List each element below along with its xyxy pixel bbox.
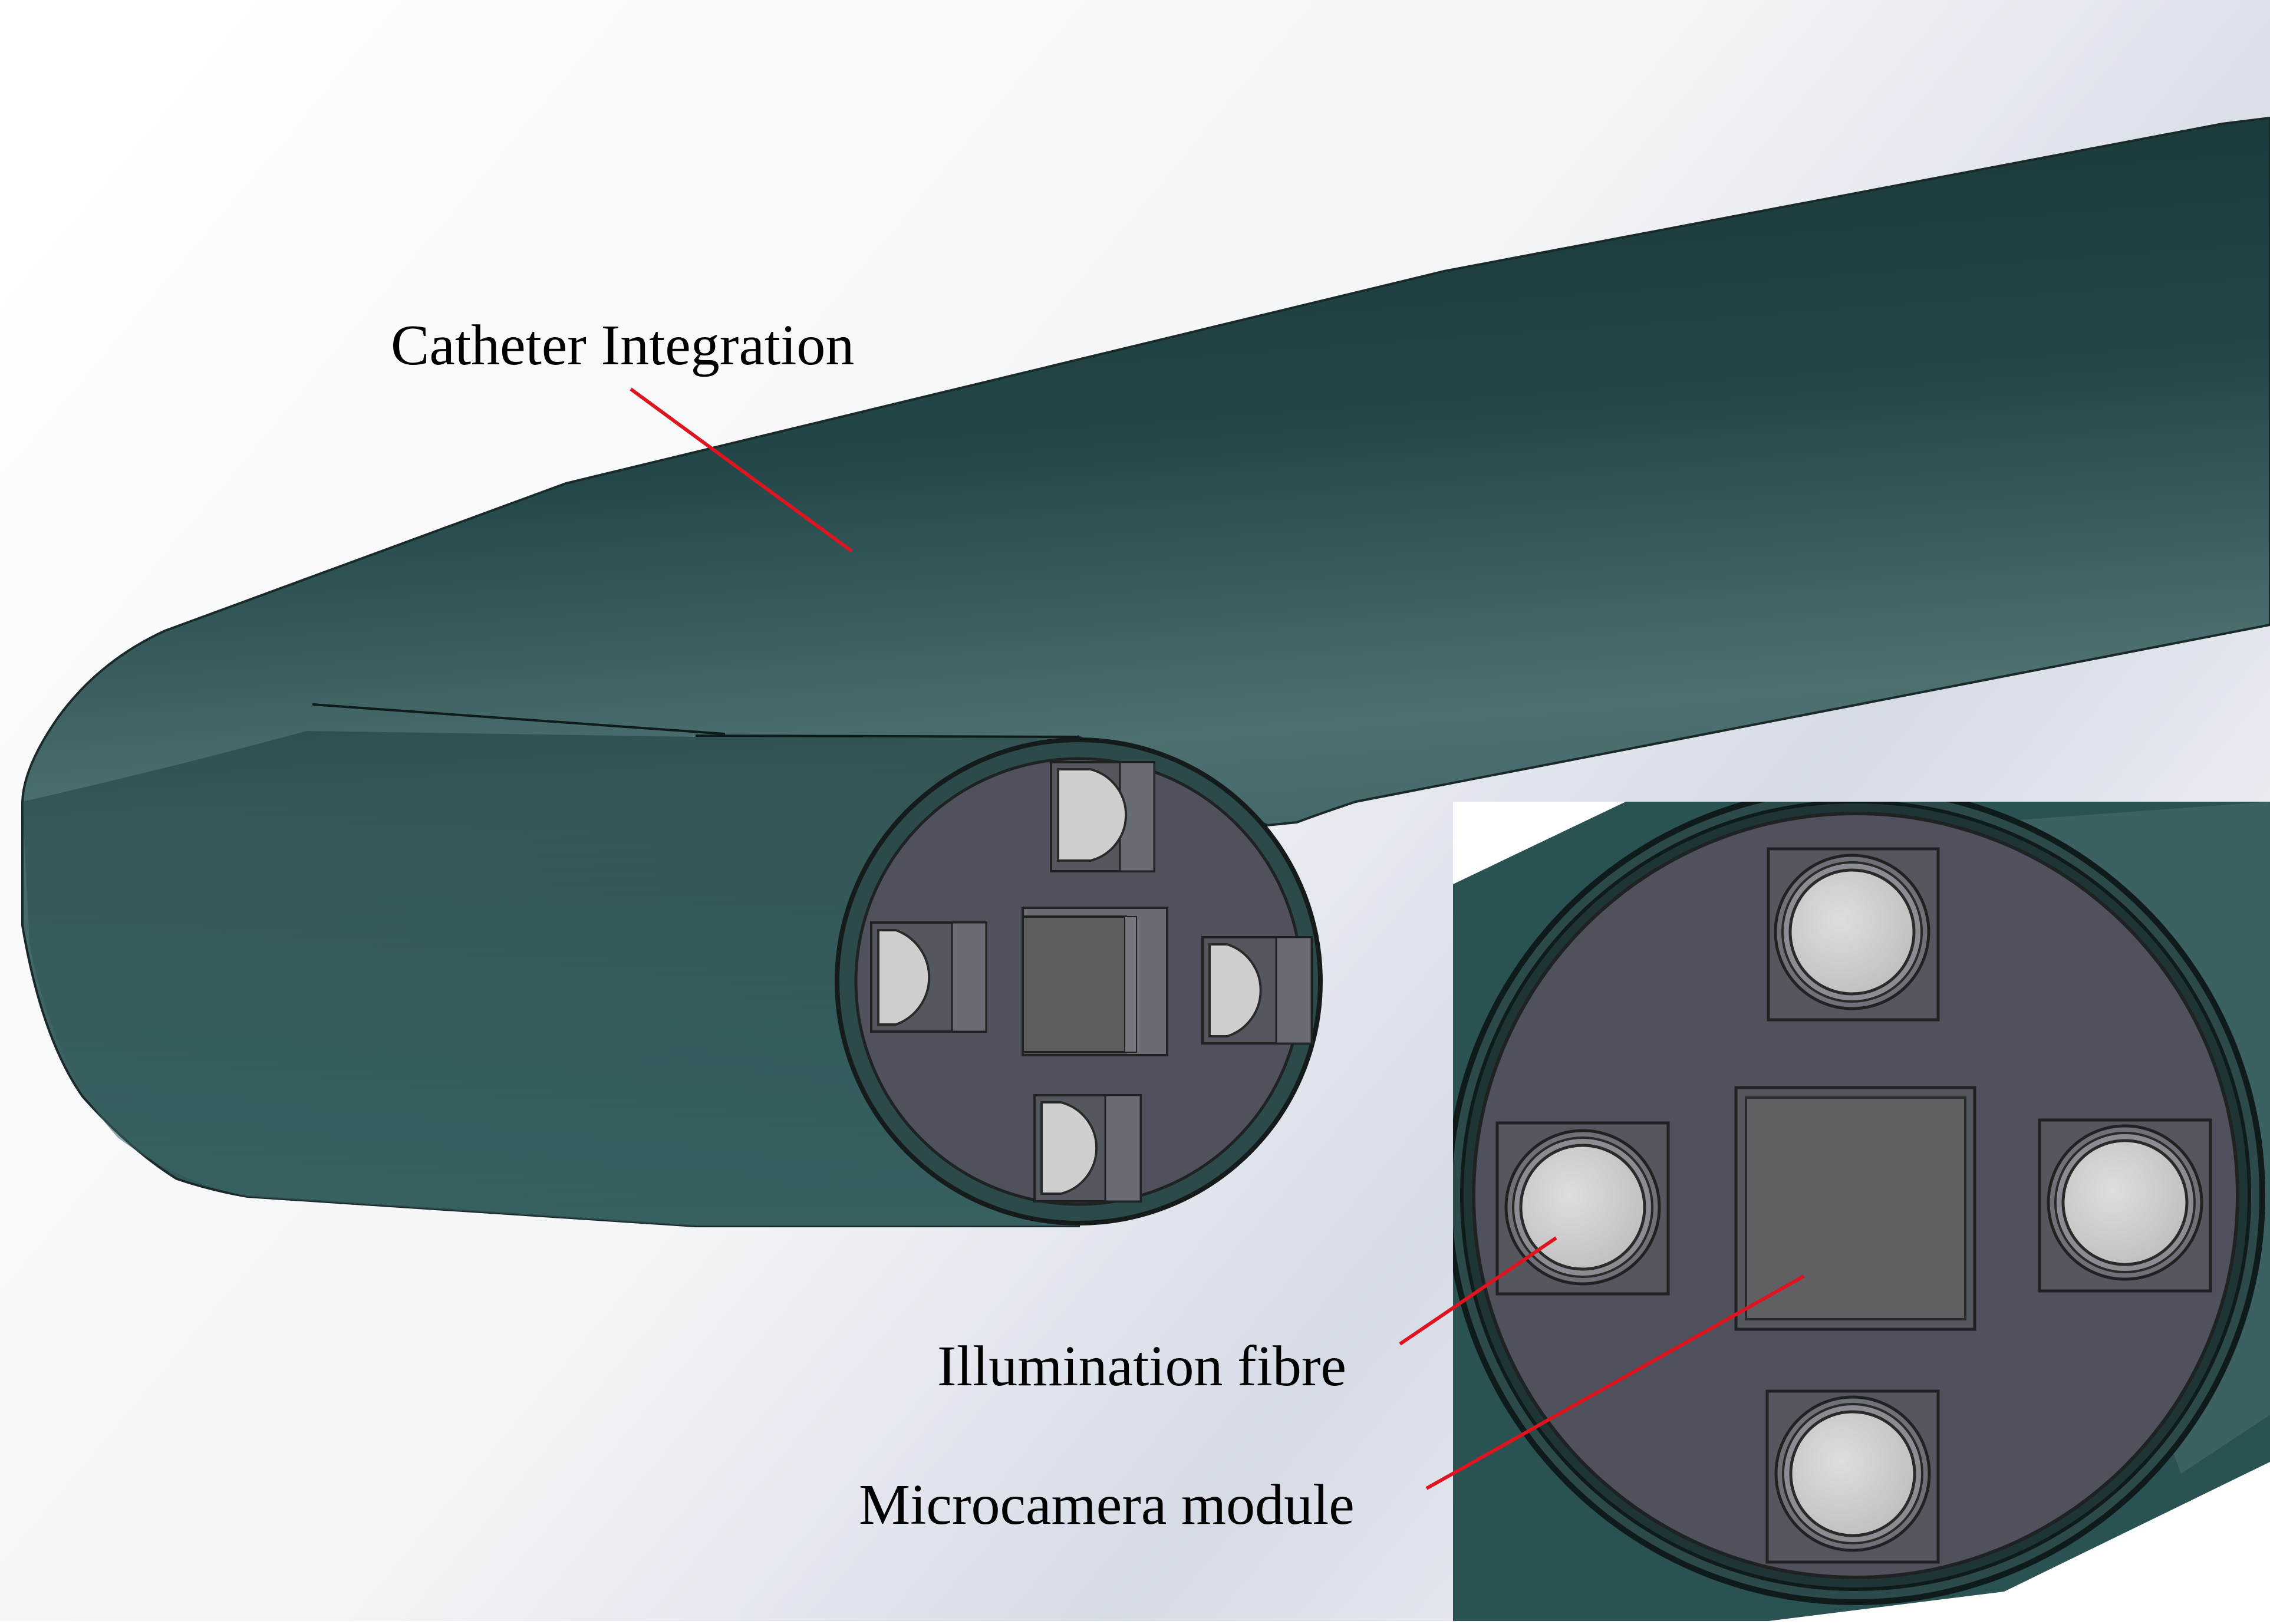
inset-fibre-top: [1767, 847, 1940, 1022]
fibre-right: [1201, 936, 1313, 1045]
camera-leader-line: [1425, 1274, 1805, 1490]
inset-fibre-right: [2038, 1118, 2212, 1293]
microcamera: [1022, 907, 1168, 1056]
fibre-left: [870, 921, 987, 1033]
camera-label: Microcamera module: [859, 1473, 1355, 1537]
illumination-label: Illumination fibre: [937, 1335, 1346, 1398]
fibre-top: [1050, 761, 1155, 872]
catheter-end-face: [835, 737, 1323, 1226]
inset-microcamera: [1734, 1086, 1976, 1331]
illumination-leader-line: [1399, 1236, 1557, 1346]
zoom-inset: [1453, 802, 2270, 1621]
inset-fibre-bottom: [1765, 1389, 1940, 1564]
catheter-label: Catheter Integration: [391, 314, 854, 377]
inset-fibre-left: [1495, 1121, 1670, 1296]
leader-lines: [630, 387, 1805, 1490]
catheter-leader-line: [630, 387, 853, 553]
labels: Catheter Integration Illumination fibre …: [391, 314, 1355, 1537]
catheter-tube: [21, 116, 2270, 1227]
fibre-bottom: [1033, 1094, 1142, 1203]
